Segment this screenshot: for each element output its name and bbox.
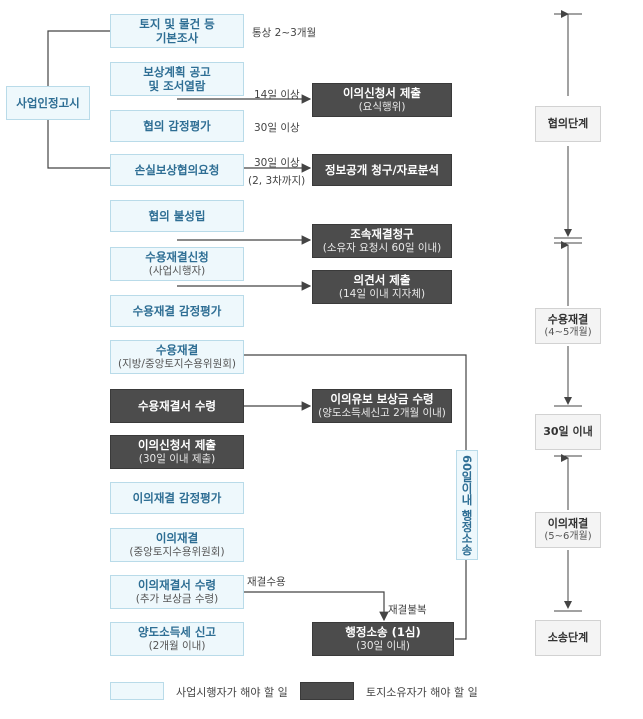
- timeline-title: 이의재결: [547, 516, 589, 530]
- step-objection-appraisal: 이의재결 감정평가: [110, 482, 244, 514]
- legend-light-swatch: [110, 682, 164, 700]
- step-title-line2: 기본조사: [155, 31, 199, 45]
- step-ruling-appraisal: 수용재결 감정평가: [110, 295, 244, 327]
- notice-label: 사업인정고시: [16, 95, 80, 110]
- step-title: 이의재결: [155, 531, 199, 546]
- step-subtitle: (지방/중앙토지수용위원회): [118, 357, 236, 370]
- lawsuit-60days-label: 60일이내 행정소송: [456, 450, 478, 560]
- action-title: 행정소송 (1심): [345, 625, 421, 640]
- days30-label-b: 30일 이상: [254, 157, 300, 169]
- step-subtitle: (30일 이내 제출): [138, 452, 216, 465]
- step-negotiation-appraisal: 협의 감정평가: [110, 110, 244, 142]
- survey-period-label: 통상 2~3개월: [252, 27, 317, 39]
- step-subtitle: (중앙토지수용위원회): [129, 545, 225, 558]
- step-title: 이의재결 감정평가: [132, 490, 222, 505]
- action-subtitle: (30일 이내): [356, 639, 410, 652]
- days30-label-a: 30일 이상: [254, 122, 300, 134]
- step-title-line2: 및 조서열람: [148, 79, 206, 93]
- step-title: 수용재결서 수령: [137, 398, 217, 413]
- action-info-disclosure: 정보공개 청구/자료분석: [312, 154, 452, 186]
- bracket-bottom-line: [47, 114, 110, 169]
- step-title: 협의 감정평가: [143, 118, 211, 133]
- timeline-ruling-stage: 수용재결 (4~5개월): [535, 308, 601, 344]
- step-title: 이의신청서 제출: [137, 438, 217, 453]
- step-title: 양도소득세 신고: [137, 625, 217, 640]
- action-submit-opinion: 의견서 제출 (14일 이내 지자체): [312, 270, 452, 304]
- bracket-top-line: [47, 30, 110, 93]
- step-subtitle: (추가 보상금 수령): [135, 592, 219, 605]
- timeline-objection-stage: 이의재결 (5~6개월): [535, 512, 601, 548]
- timeline-title: 수용재결: [547, 312, 589, 326]
- action-title: 의견서 제출: [353, 273, 411, 288]
- step-title: 손실보상협의요청: [134, 162, 220, 177]
- rounds-label: (2, 3차까지): [248, 175, 306, 187]
- step-ruling-application: 수용재결신청 (사업시행자): [110, 247, 244, 281]
- reject-ruling-label: 재결불복: [388, 604, 427, 616]
- step-title: 수용재결 감정평가: [132, 303, 222, 318]
- timeline-title: 30일 이내: [543, 425, 593, 439]
- action-title: 정보공개 청구/자료분석: [324, 162, 439, 177]
- action-subtitle: (14일 이내 지자체): [338, 287, 426, 300]
- action-subtitle: (요식행위): [358, 100, 406, 113]
- step-expropriation-ruling: 수용재결 (지방/중앙토지수용위원회): [110, 340, 244, 374]
- days14-label: 14일 이상: [254, 89, 300, 101]
- action-title: 조속재결청구: [350, 227, 414, 242]
- action-reserved-payment: 이의유보 보상금 수령 (양도소득세신고 2개월 이내): [312, 389, 452, 423]
- step-receive-ruling-document: 수용재결서 수령: [110, 389, 244, 423]
- step-basic-survey: 토지 및 물건 등 기본조사: [110, 14, 244, 48]
- step-subtitle: (2개월 이내): [148, 639, 206, 652]
- action-quick-ruling-request: 조속재결청구 (소유자 요청시 60일 이내): [312, 224, 452, 258]
- step-title: 수용재결: [155, 343, 199, 358]
- timeline-subtitle: (4~5개월): [544, 326, 592, 338]
- action-administrative-lawsuit: 행정소송 (1심) (30일 이내): [312, 622, 454, 656]
- action-submit-objection-formal: 이의신청서 제출 (요식행위): [312, 83, 452, 117]
- legend-dark-swatch: [300, 682, 354, 700]
- arrow-reject-lawsuit: [244, 591, 389, 622]
- accept-ruling-label: 재결수용: [247, 576, 286, 588]
- step-negotiation-failed: 협의 불성립: [110, 200, 244, 232]
- step-title: 보상계획 공고: [143, 64, 211, 79]
- timeline-negotiation-stage: 협의단계: [535, 106, 601, 142]
- legend-light-label: 사업시행자가 해야 할 일: [176, 686, 288, 699]
- step-receive-objection-ruling: 이의재결서 수령 (추가 보상금 수령): [110, 575, 244, 609]
- step-subtitle: (사업시행자): [148, 264, 206, 277]
- step-capital-gains-report: 양도소득세 신고 (2개월 이내): [110, 622, 244, 656]
- timeline-subtitle: (5~6개월): [544, 530, 592, 542]
- step-submit-objection: 이의신청서 제출 (30일 이내 제출): [110, 435, 244, 469]
- timeline-title: 협의단계: [547, 117, 589, 131]
- action-title: 이의유보 보상금 수령: [330, 392, 434, 407]
- action-title: 이의신청서 제출: [342, 86, 422, 101]
- step-loss-compensation-request: 손실보상협의요청: [110, 154, 244, 186]
- legend-dark-label: 토지소유자가 해야 할 일: [366, 686, 478, 699]
- action-subtitle: (양도소득세신고 2개월 이내): [318, 406, 446, 419]
- action-subtitle: (소유자 요청시 60일 이내): [322, 241, 442, 254]
- business-approval-notice-box: 사업인정고시: [6, 86, 90, 120]
- step-title: 이의재결서 수령: [137, 578, 217, 593]
- step-objection-ruling: 이의재결 (중앙토지수용위원회): [110, 528, 244, 562]
- timeline-title: 소송단계: [547, 631, 589, 645]
- step-compensation-plan: 보상계획 공고 및 조서열람: [110, 62, 244, 96]
- step-title: 토지 및 물건 등: [139, 16, 215, 31]
- step-title: 협의 불성립: [148, 208, 206, 223]
- step-title: 수용재결신청: [145, 250, 209, 265]
- timeline-lawsuit-stage: 소송단계: [535, 620, 601, 656]
- timeline-30days: 30일 이내: [535, 414, 601, 450]
